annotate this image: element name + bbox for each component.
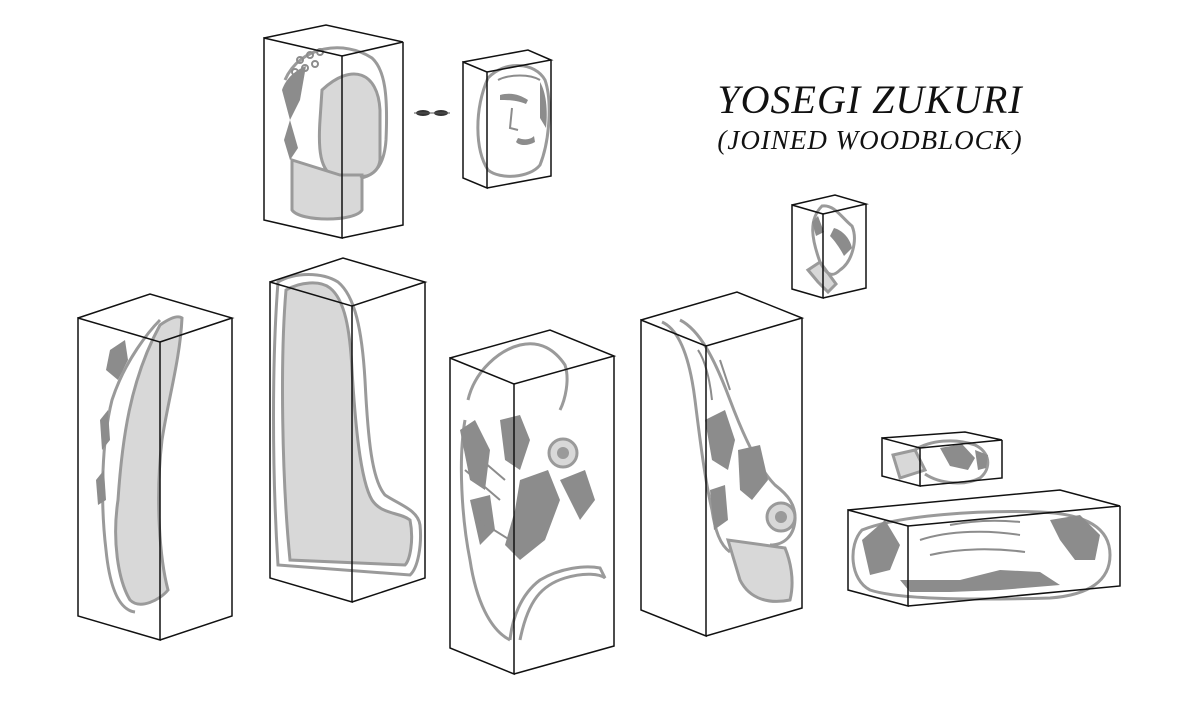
small-hand-block bbox=[881, 431, 1003, 487]
lap-block bbox=[847, 489, 1121, 607]
head-block bbox=[263, 24, 404, 239]
back-block bbox=[269, 257, 428, 604]
diagram-title: YOSEGI ZUKURI (JOINED WOODBLOCK) bbox=[690, 78, 1050, 158]
hand-block bbox=[791, 194, 869, 299]
dowel-connectors bbox=[414, 110, 450, 116]
front-right-block bbox=[640, 291, 805, 638]
title-main: YOSEGI ZUKURI bbox=[717, 77, 1023, 122]
title-subtitle: (JOINED WOODBLOCK) bbox=[717, 125, 1023, 155]
face-block bbox=[462, 49, 554, 190]
left-side-block bbox=[77, 293, 235, 642]
front-left-block bbox=[449, 329, 617, 676]
